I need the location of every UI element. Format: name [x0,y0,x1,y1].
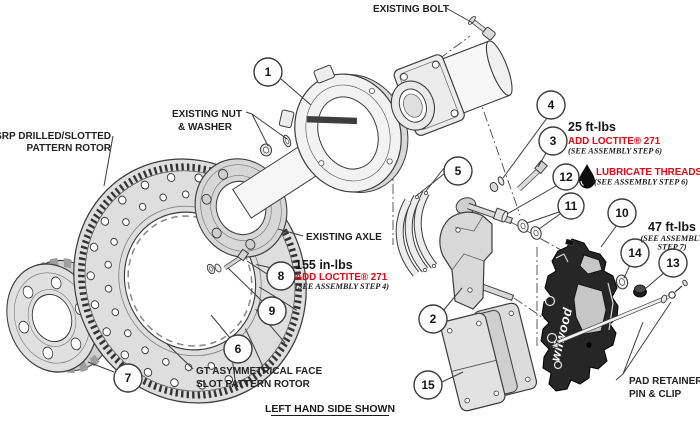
label-existing-nut-1: EXISTING NUT [172,109,242,120]
stud-spacer [492,207,508,223]
bracket-bolt [517,159,548,191]
callout-3: 3 [538,126,568,156]
label-existing-axle: EXISTING AXLE [306,232,382,243]
lock-nut-13 [633,284,647,298]
svg-text:9: 9 [269,304,276,318]
callout-4: 4 [536,90,566,120]
svg-text:1: 1 [265,65,272,79]
svg-text:(SEE ASSEMBLY STEP 4): (SEE ASSEMBLY STEP 4) [295,282,389,291]
existing-nut [259,143,273,157]
label-existing-bolt: EXISTING BOLT [373,4,449,15]
washer-pair [517,219,542,240]
svg-text:3: 3 [550,134,557,148]
callout-5: 5 [443,156,473,186]
label-srp-rotor-2: PATTERN ROTOR [27,143,112,154]
callout-14: 14 [620,238,650,268]
callout-2: 2 [418,304,448,334]
svg-text:47 ft-lbs: 47 ft-lbs [648,220,696,234]
note-155-inlbs: 155 in-lbs ADD LOCTITE® 271 (SEE ASSEMBL… [295,258,389,291]
svg-text:(SEE ASSEMBLY STEP 6): (SEE ASSEMBLY STEP 6) [594,178,688,187]
label-gt-rotor-1: GT ASYMMETRICAL FACE [196,366,322,377]
brake-caliper: wilwood [540,238,619,392]
note-47-ftlbs: 47 ft-lbs (SEE ASSEMBLY STEP 7) [640,220,700,252]
lubricant-drop-icon [579,164,595,189]
svg-text:15: 15 [421,378,435,392]
backing-plate [278,64,409,193]
svg-text:(SEE ASSEMBLY: (SEE ASSEMBLY [640,234,700,243]
note-lubricate: LUBRICATE THREADS (SEE ASSEMBLY STEP 6) [579,164,700,189]
svg-text:5: 5 [455,164,462,178]
callout-1: 1 [253,57,283,87]
callout-12: 12 [552,163,580,191]
svg-text:10: 10 [615,206,629,220]
svg-text:ADD LOCTITE® 271: ADD LOCTITE® 271 [568,136,661,147]
rotor-bolt-washer [206,263,216,275]
callout-15: 15 [413,370,443,400]
pad-retainer-pin [549,294,669,349]
svg-text:(SEE ASSEMBLY STEP 6): (SEE ASSEMBLY STEP 6) [568,147,662,156]
svg-text:STEP 7): STEP 7) [658,243,687,252]
svg-text:14: 14 [628,246,642,260]
svg-text:12: 12 [559,170,573,184]
svg-text:ADD LOCTITE® 271: ADD LOCTITE® 271 [295,272,388,283]
retainer-clip [668,279,688,299]
caliper-bracket [439,197,515,310]
svg-text:8: 8 [278,269,285,283]
note-25-ftlbs: 25 ft-lbs ADD LOCTITE® 271 (SEE ASSEMBLY… [568,120,662,156]
svg-text:13: 13 [666,256,680,270]
washer-14 [615,274,629,290]
label-gt-rotor-2: SLOT PATTERN ROTOR [196,379,311,390]
shim-stack [395,190,438,277]
svg-text:25 ft-lbs: 25 ft-lbs [568,120,616,134]
bolt-washer-nut [489,176,505,192]
callout-10: 10 [607,198,637,228]
callout-11: 11 [557,192,585,220]
label-pad-retainer-1: PAD RETAINER [629,376,700,387]
callout-8: 8 [266,261,296,291]
footer-label: LEFT HAND SIDE SHOWN [265,403,395,415]
svg-text:6: 6 [235,342,242,356]
rotor-bolt [214,248,250,273]
svg-text:LUBRICATE THREADS: LUBRICATE THREADS [596,167,700,178]
svg-text:7: 7 [125,371,132,385]
svg-text:2: 2 [430,312,437,326]
leader-lines [87,7,672,383]
callout-9: 9 [257,296,287,326]
svg-text:155 in-lbs: 155 in-lbs [295,258,353,272]
shield-rib [306,115,358,125]
axle-tube [390,40,513,136]
callout-7: 7 [113,363,143,393]
svg-text:4: 4 [548,98,555,112]
svg-text:11: 11 [565,199,578,213]
label-srp-rotor-1: SRP DRILLED/SLOTTED [0,131,111,142]
callout-6: 6 [223,334,253,364]
label-existing-nut-2: & WASHER [178,122,233,133]
callout-13: 13 [658,248,688,278]
existing-bolt-part [468,15,496,41]
label-pad-retainer-2: PIN & CLIP [629,389,682,400]
brake-pads [440,302,538,412]
